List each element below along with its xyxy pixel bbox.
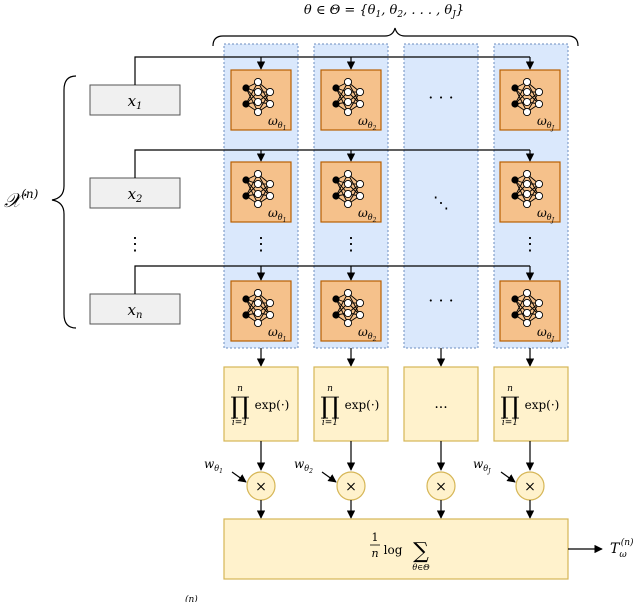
product-box: n ∏ i=1 exp(·): [223, 366, 299, 442]
product-box: n ∏ i=1 exp(·): [313, 366, 389, 442]
svg-text:×: ×: [255, 479, 267, 495]
svg-text:∏: ∏: [320, 392, 339, 420]
weight-arrow: [321, 471, 337, 483]
svg-text:log: log: [384, 543, 403, 557]
input-box-xn: [89, 293, 181, 325]
network-box: ωθ2: [320, 161, 382, 224]
svg-text:i=1: i=1: [502, 418, 518, 428]
column-vdots: ⋮: [342, 234, 360, 255]
svg-text:∑: ∑: [413, 539, 429, 564]
column-to-product-arrows: [256, 348, 535, 367]
input-set-brace: [51, 75, 77, 329]
svg-text:×: ×: [435, 479, 447, 495]
column-vdots: ⋮: [252, 234, 270, 255]
input-set-label: 𝒳(n): [4, 187, 39, 212]
svg-text:i=1: i=1: [232, 418, 248, 428]
svg-text:×: ×: [524, 479, 536, 495]
svg-text:i=1: i=1: [322, 418, 338, 428]
theta-brace: [212, 27, 579, 47]
weight-arrow: [500, 471, 516, 483]
svg-text:exp(·): exp(·): [345, 398, 380, 412]
product-to-multiply-arrows: [256, 441, 535, 471]
theta-set-label: θ ∈ Θ = {θ1, θ2, . . . , θJ}: [304, 3, 464, 20]
network-box: ωθ1: [230, 69, 292, 132]
product-box-ellipsis: ...: [403, 366, 479, 442]
svg-text:1: 1: [372, 531, 379, 544]
svg-text:n: n: [327, 384, 333, 394]
svg-text:θ∈Θ: θ∈Θ: [412, 563, 430, 572]
column-ellipsis: · · ·: [428, 88, 453, 107]
svg-text:n: n: [371, 547, 378, 560]
network-box: ωθ2: [320, 280, 382, 343]
weight-label-theta2: wθ2: [294, 457, 313, 475]
weight-arrow: [231, 471, 247, 483]
output-label: Tω(n): [610, 537, 634, 560]
svg-text:n: n: [237, 384, 243, 394]
param-column-ellipsis: [403, 43, 479, 349]
product-box: n ∏ i=1 exp(·): [493, 366, 569, 442]
network-box: ωθ1: [230, 161, 292, 224]
svg-text:×: ×: [345, 479, 357, 495]
multiply-to-aggregate-arrows: [256, 500, 535, 519]
aggregate-box: 1 n log ∑ θ∈Θ: [223, 518, 569, 580]
input-feed-lines: [134, 56, 535, 294]
svg-text:∏: ∏: [230, 392, 249, 420]
svg-text:n: n: [507, 384, 513, 394]
column-ddots: ⋱: [433, 193, 449, 212]
network-box: ωθ1: [230, 280, 292, 343]
input-box-x1: [89, 84, 181, 116]
multiply-node: ×: [336, 471, 366, 501]
network-box: ωθJ: [499, 161, 561, 224]
column-vdots: ⋮: [521, 234, 539, 255]
network-box: ωθ2: [320, 69, 382, 132]
weight-label-thetaJ: wθJ: [473, 457, 491, 475]
svg-text:...: ...: [434, 396, 447, 412]
network-box: ωθJ: [499, 69, 561, 132]
column-ellipsis: · · ·: [428, 291, 453, 310]
multiply-node: ×: [426, 471, 456, 501]
svg-text:∏: ∏: [500, 392, 519, 420]
multiply-node: ×: [515, 471, 545, 501]
caption-fragment: (n): [185, 594, 198, 602]
input-vdots: ⋮: [126, 234, 144, 255]
weight-label-theta1: wθ1: [204, 457, 223, 475]
multiply-node: ×: [246, 471, 276, 501]
svg-text:exp(·): exp(·): [525, 398, 560, 412]
svg-text:exp(·): exp(·): [255, 398, 290, 412]
network-box: ωθJ: [499, 280, 561, 343]
